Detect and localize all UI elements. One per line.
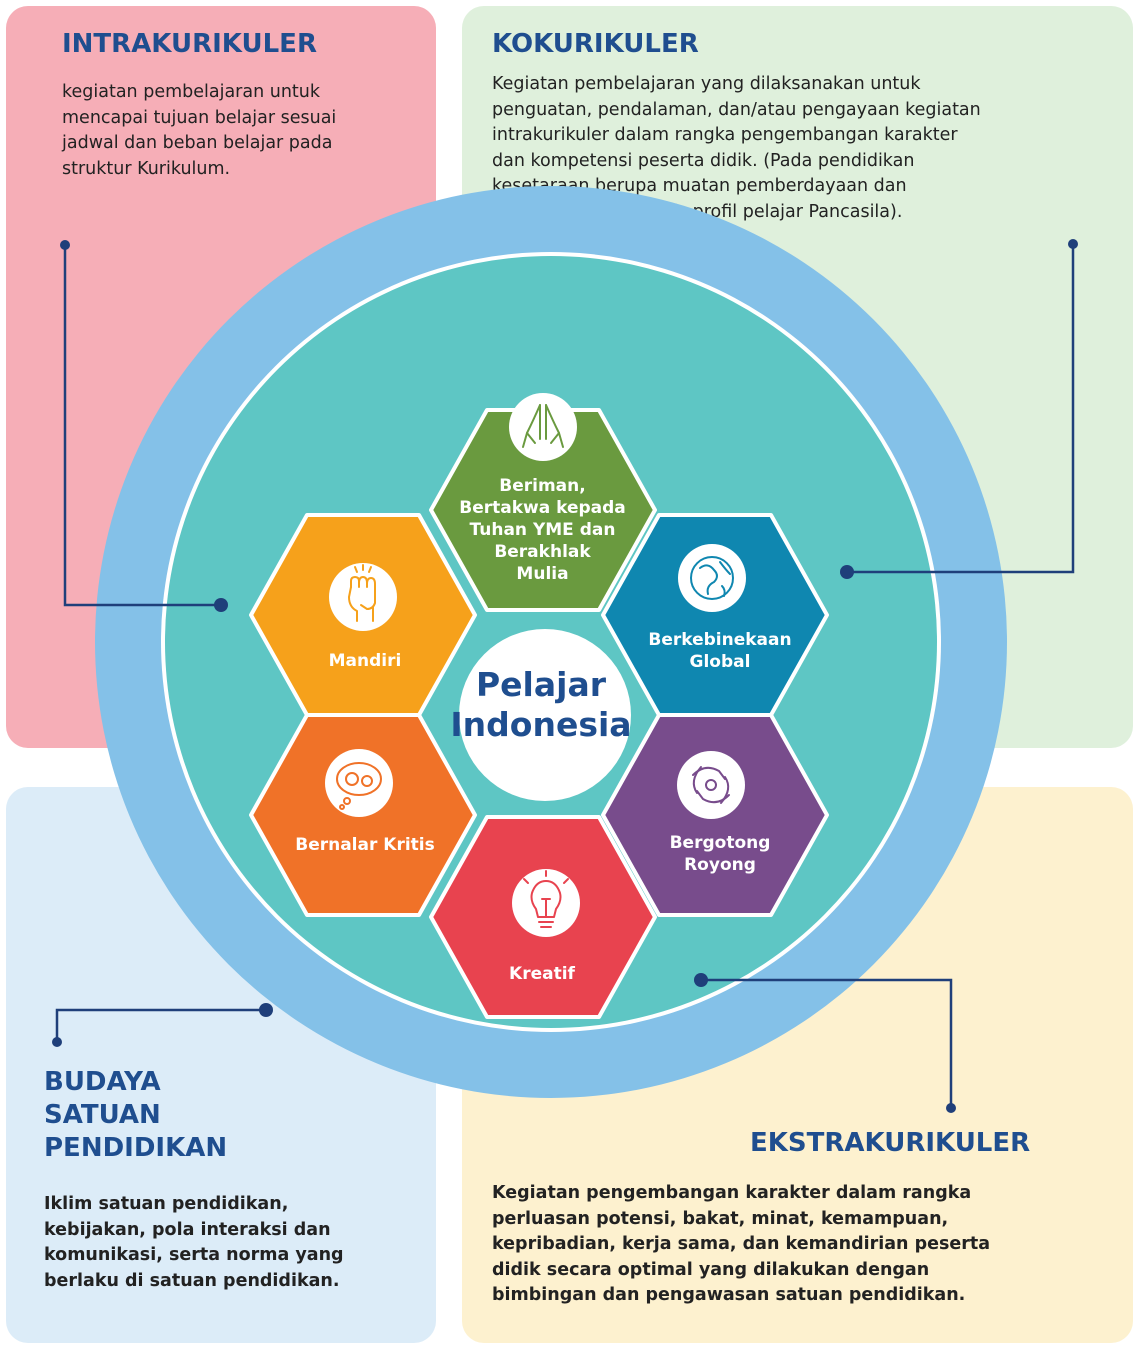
connector-dot xyxy=(214,598,228,612)
hexagon-beriman xyxy=(429,408,657,612)
connector-kokurikuler xyxy=(847,244,1075,574)
dimension-label-beriman: Beriman, Bertakwa kepada Tuhan YME dan B… xyxy=(459,476,626,584)
globe-icon xyxy=(678,544,746,612)
intrakurikuler-title: INTRAKURIKULER xyxy=(62,29,317,59)
thinking-gears-icon xyxy=(325,749,393,817)
connector-budaya xyxy=(55,1008,266,1042)
connector-dot xyxy=(52,1037,62,1047)
praying-hands-icon xyxy=(509,393,577,461)
lightbulb-icon xyxy=(512,869,580,937)
kokurikuler-title: KOKURIKULER xyxy=(492,29,699,59)
connector-intrakurikuler xyxy=(63,245,221,607)
ekstrakurikuler-title: EKSTRAKURIKULER xyxy=(750,1128,1031,1158)
budaya-text: Iklim satuan pendidikan, kebijakan, pola… xyxy=(44,1194,344,1291)
intrakurikuler-text: kegiatan pembelajaran untuk mencapai tuj… xyxy=(62,82,337,179)
joined-hands-icon xyxy=(677,751,745,819)
connector-dot xyxy=(1068,239,1078,249)
ekstrakurikuler-text: Kegiatan pengembangan karakter dalam ran… xyxy=(492,1183,991,1305)
connector-dot xyxy=(946,1103,956,1113)
connector-ekstrakurikuler xyxy=(701,978,953,1108)
dimension-label-mandiri: Mandiri xyxy=(328,651,402,671)
dimension-label-bernalar-kritis: Bernalar Kritis xyxy=(295,835,435,855)
connector-dot xyxy=(694,973,708,987)
center-title: Pelajar Indonesia xyxy=(450,665,632,744)
budaya-title: BUDAYA SATUAN PENDIDIKAN xyxy=(44,1067,228,1163)
dimension-label-bergotong-royong: Bergotong Royong xyxy=(669,833,771,875)
connector-dot xyxy=(60,240,70,250)
dimension-label-kreatif: Kreatif xyxy=(509,964,575,984)
center-circle xyxy=(459,629,631,801)
connector-dot xyxy=(259,1003,273,1017)
dimension-label-berkebinekaan: Berkebinekaan Global xyxy=(648,630,792,672)
connector-dot xyxy=(840,565,854,579)
raised-fist-icon xyxy=(329,563,397,631)
